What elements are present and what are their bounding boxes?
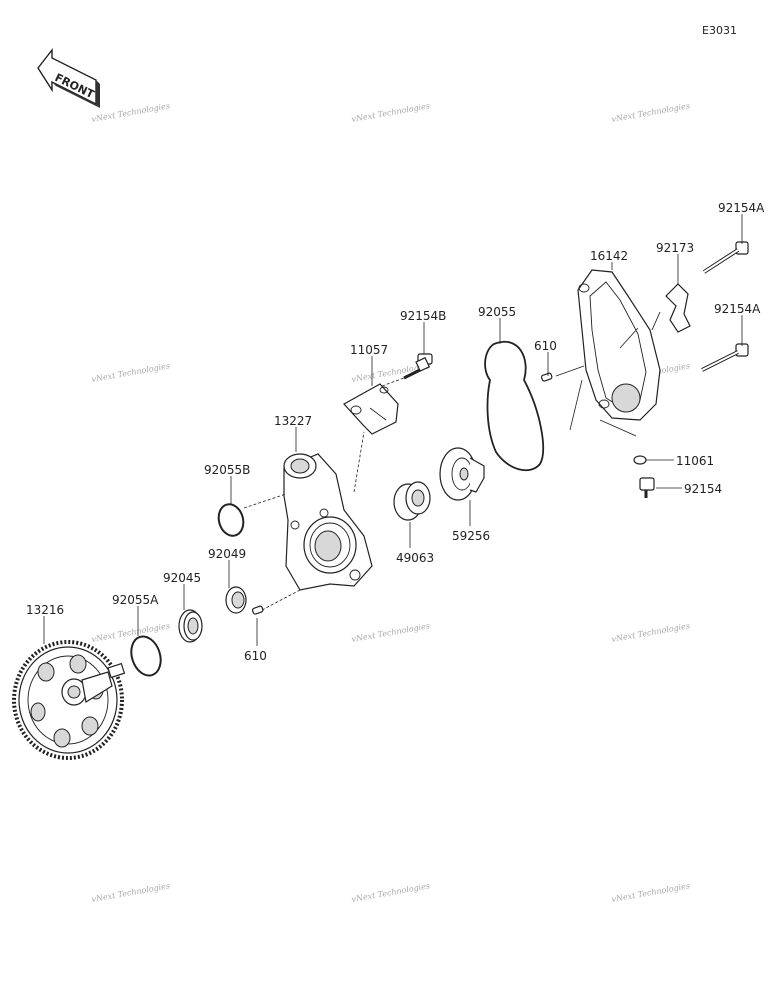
label-610-bottom: 610 — [244, 649, 267, 663]
watermark: vNext Technologies — [91, 881, 171, 904]
label-92154A-mid: 92154A — [714, 302, 761, 316]
leader-lines — [43, 214, 743, 646]
watermark: vNext Technologies — [91, 361, 171, 384]
dowel-610-bottom-icon — [251, 605, 264, 615]
front-arrow-icon: FRONT — [37, 47, 100, 108]
label-92055B: 92055B — [204, 463, 250, 477]
label-59256: 59256 — [452, 529, 490, 543]
seal-92049-icon — [225, 586, 247, 614]
label-11061: 11061 — [676, 454, 714, 468]
label-92154: 92154 — [684, 482, 722, 496]
watermark: vNext Technologies — [91, 621, 171, 644]
bolt-92154B-icon — [403, 353, 433, 380]
label-16142: 16142 — [590, 249, 628, 263]
watermark: vNext Technologies — [351, 101, 431, 124]
label-92049: 92049 — [208, 547, 246, 561]
label-92173: 92173 — [656, 241, 694, 255]
bracket-11057-icon — [343, 383, 399, 435]
label-92154A-top: 92154A — [718, 201, 765, 215]
oring-92055-icon — [484, 341, 544, 472]
pump-cover-16142-icon — [577, 269, 661, 421]
label-11057: 11057 — [350, 343, 388, 357]
label-92055: 92055 — [478, 305, 516, 319]
watermark: vNext Technologies — [351, 881, 431, 904]
gear-13216-icon — [12, 640, 126, 760]
washer-11061-icon — [633, 455, 647, 465]
label-92154B: 92154B — [400, 309, 446, 323]
impeller-59256-icon — [439, 447, 485, 501]
bolt-92154A-top-icon — [702, 241, 749, 274]
part-labels: 92154A 16142 92173 92154A 92055 610 9215… — [26, 201, 765, 663]
seal-49063-icon — [393, 481, 431, 521]
dowel-610-top-icon — [540, 372, 553, 382]
watermark: vNext Technologies — [611, 621, 691, 644]
label-610-top: 610 — [534, 339, 557, 353]
clamp-92173-icon — [651, 283, 691, 333]
label-92045: 92045 — [163, 571, 201, 585]
diagram-code: E3031 — [702, 24, 737, 37]
watermark: vNext Technologies — [91, 101, 171, 124]
watermark: vNext Technologies — [611, 881, 691, 904]
bolt-92154A-mid-icon — [701, 343, 749, 372]
label-49063: 49063 — [396, 551, 434, 565]
oring-92055A-icon — [130, 635, 162, 677]
watermarks: vNext Technologies vNext Technologies vN… — [91, 101, 691, 904]
label-13227: 13227 — [274, 414, 312, 428]
watermark: vNext Technologies — [611, 101, 691, 124]
label-13216: 13216 — [26, 603, 64, 617]
oring-92055B-icon — [217, 503, 245, 537]
bolt-92154-icon — [639, 477, 655, 498]
bearing-92045-icon — [178, 609, 203, 643]
label-92055A: 92055A — [112, 593, 159, 607]
watermark: vNext Technologies — [351, 621, 431, 644]
pump-housing-13227-icon — [283, 453, 373, 591]
